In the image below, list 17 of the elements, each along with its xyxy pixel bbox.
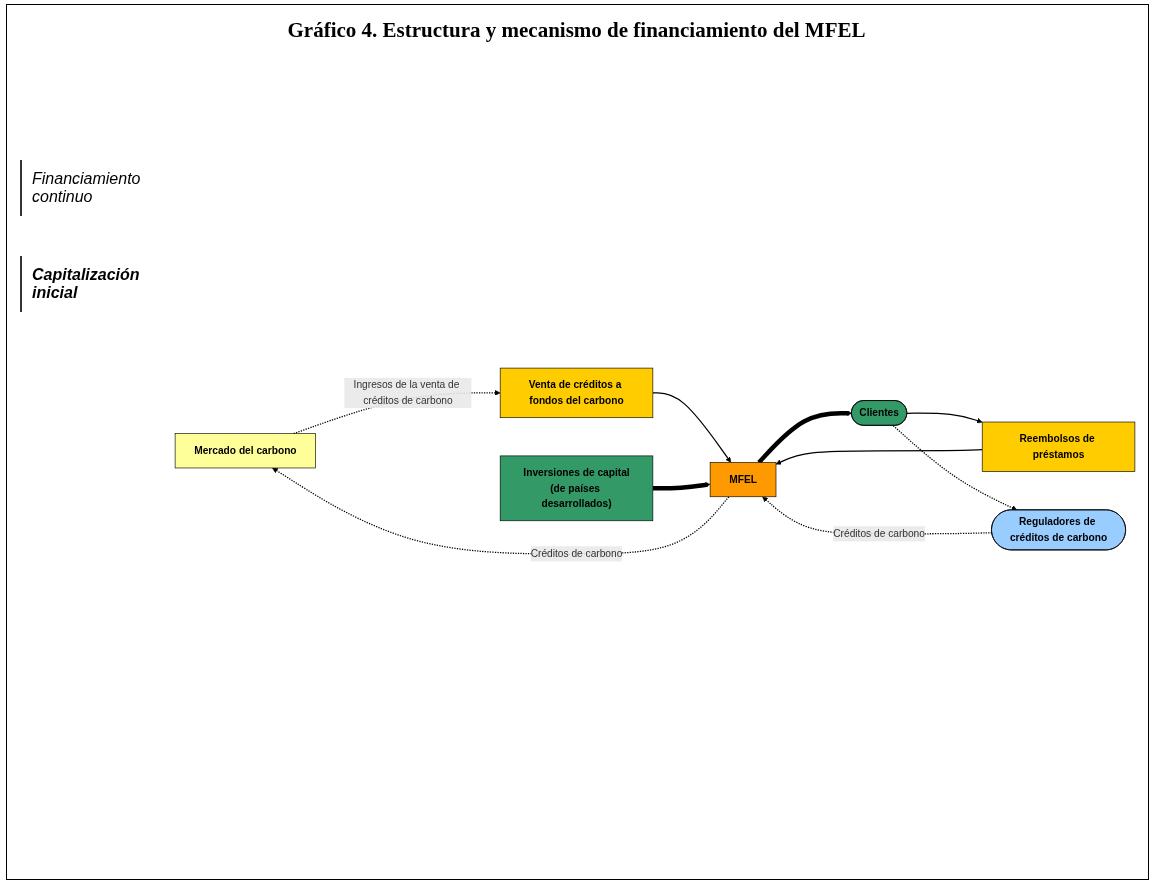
- arrow: [775, 449, 983, 465]
- edge-label: Créditos de carbono: [833, 528, 925, 540]
- edge-label: Ingresos de la venta de créditos de carbono: [353, 379, 460, 406]
- edge-label: Créditos de carbono: [530, 548, 623, 560]
- diagram-title: Gráfico 4. Estructura y mecanismo de financiamiento del MFEL: [286, 18, 867, 43]
- arrow: [906, 412, 983, 424]
- arrow: [652, 392, 732, 463]
- node-box: Venta de créditos a fondos del carbono: [499, 367, 654, 419]
- node-box: Reembolsos de préstamos: [981, 421, 1136, 473]
- node-box: MFEL: [709, 462, 777, 498]
- side-label: Capitalización inicial: [20, 256, 170, 312]
- arrow: [272, 467, 730, 555]
- side-label: Financiamiento continuo: [20, 160, 170, 216]
- arrow: [652, 482, 711, 491]
- node-box: Mercado del carbono: [174, 433, 316, 469]
- node-box: Inversiones de capital (de países desarrollados): [499, 455, 654, 522]
- arrow: [892, 425, 1018, 511]
